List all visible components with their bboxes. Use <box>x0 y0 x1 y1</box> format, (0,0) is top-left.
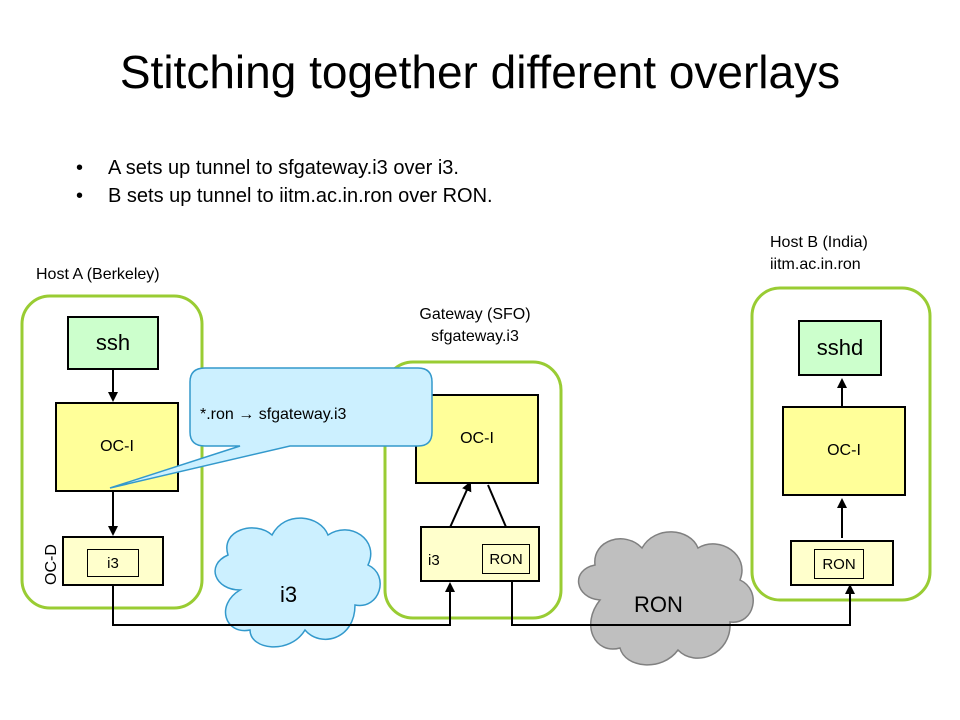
host-b-group-outline <box>750 286 932 602</box>
gateway-label-name: Gateway (SFO) <box>419 306 531 323</box>
bullet-list: • A sets up tunnel to sfgateway.i3 over i… <box>72 154 493 210</box>
slide-title: Stitching together different overlays <box>119 46 841 98</box>
host-b-label: Host B (India) iitm.ac.in.ron <box>770 232 868 276</box>
i3-cloud-label: i3 <box>280 582 298 607</box>
host-a-ocd-label: OC-D <box>43 544 60 585</box>
bullet-dot: • <box>76 185 84 207</box>
ron-cloud-label: RON <box>634 592 683 617</box>
bullet-text: B sets up tunnel to iitm.ac.in.ron over … <box>108 185 493 207</box>
host-a-oci-box: OC-I <box>55 402 179 492</box>
host-a-ssh-box: ssh <box>67 316 159 370</box>
bullet-item: • B sets up tunnel to iitm.ac.in.ron over… <box>72 182 493 210</box>
ron-cloud <box>577 531 754 666</box>
host-a-ocd-box <box>62 536 164 586</box>
callout-text: *.ron → sfgateway.i3 <box>200 406 347 423</box>
host-b-label-name: Host B (India) <box>770 234 868 251</box>
gateway-label: Gateway (SFO) sfgateway.i3 <box>380 304 570 348</box>
gateway-oci-box: OC-I <box>415 394 539 484</box>
link-gateway-to-host-b <box>511 582 855 626</box>
host-b-label-address: iitm.ac.in.ron <box>770 256 861 273</box>
host-b-oci-box: OC-I <box>782 406 906 496</box>
bullet-dot: • <box>76 157 84 179</box>
gateway-i3-label: i3 <box>428 552 440 569</box>
gateway-ron-box: RON <box>482 544 530 574</box>
host-b-sshd-box: sshd <box>798 320 882 376</box>
host-b-ron-box: RON <box>814 549 864 579</box>
host-a-label: Host A (Berkeley) <box>36 266 160 283</box>
i3-cloud <box>214 517 381 648</box>
gateway-group-outline <box>383 360 563 620</box>
bullet-item: • A sets up tunnel to sfgateway.i3 over i… <box>72 154 493 182</box>
gateway-label-address: sfgateway.i3 <box>431 328 519 345</box>
host-a-i3-box: i3 <box>87 549 139 577</box>
link-host-a-to-gateway <box>112 582 455 626</box>
bullet-text: A sets up tunnel to sfgateway.i3 over i3… <box>108 157 459 179</box>
